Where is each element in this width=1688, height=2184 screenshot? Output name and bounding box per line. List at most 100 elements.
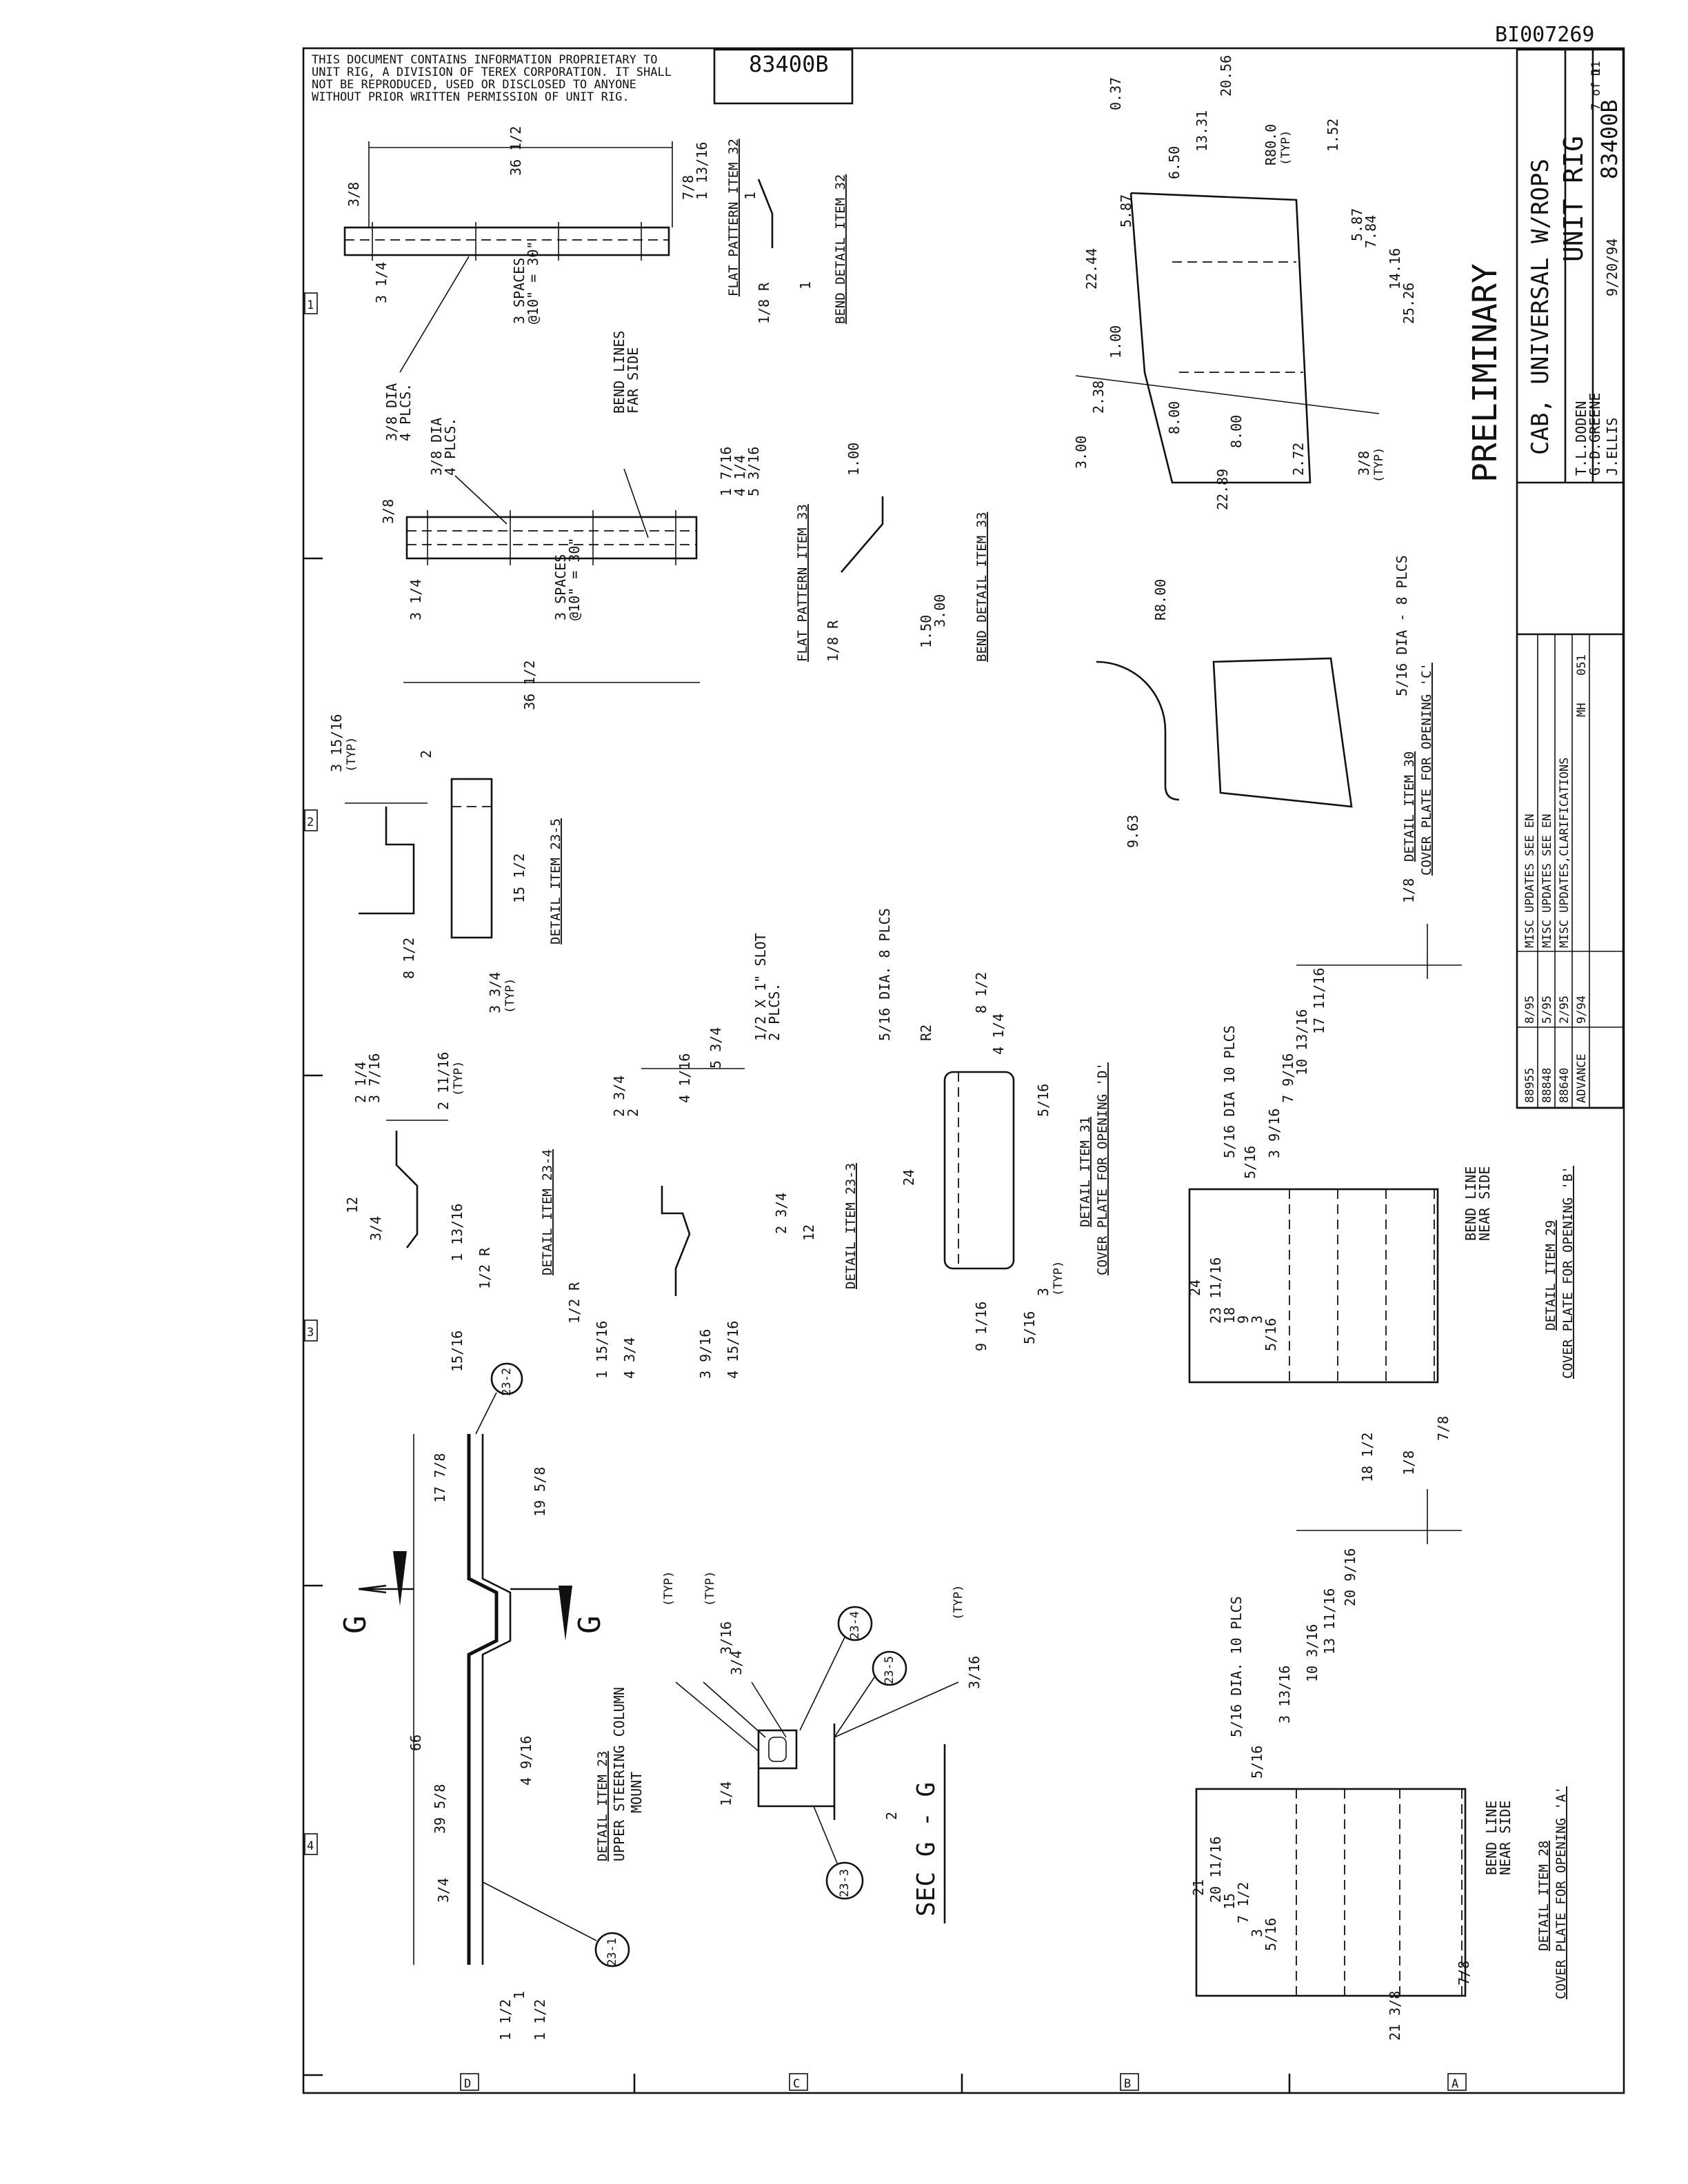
svg-text:19 5/8: 19 5/8 [532, 1467, 548, 1517]
rev-2-ecn: 88848 [1540, 1068, 1554, 1103]
detail-item-30-title: DETAIL ITEM 30 [1402, 751, 1417, 862]
svg-text:2.72: 2.72 [1290, 443, 1307, 476]
svg-text:36 1/2: 36 1/2 [521, 660, 538, 710]
sheet-border [302, 47, 1625, 2094]
svg-text:R80.0: R80.0 [1263, 124, 1279, 165]
svg-text:2 11/16: 2 11/16 [435, 1052, 452, 1110]
detail-item-31-title: DETAIL ITEM 31 [1078, 1117, 1093, 1227]
zone-2: 2 [307, 816, 314, 829]
svg-text:4 9/16: 4 9/16 [518, 1736, 534, 1786]
svg-text:5/16 DIA 10 PLCS: 5/16 DIA 10 PLCS [1221, 1025, 1238, 1158]
svg-text:12: 12 [344, 1197, 361, 1213]
svg-text:20 9/16: 20 9/16 [1342, 1548, 1358, 1606]
svg-text:1 13/16: 1 13/16 [694, 142, 710, 200]
detail-item-32-title: FLAT PATTERN ITEM 32 [726, 139, 741, 296]
svg-text:23 11/16: 23 11/16 [1207, 1257, 1224, 1324]
svg-text:1.00: 1.00 [845, 443, 862, 476]
svg-text:5/16 DIA. 8 PLCS: 5/16 DIA. 8 PLCS [876, 908, 893, 1041]
title-block-size: D [1589, 69, 1603, 76]
svg-text:20.56: 20.56 [1218, 55, 1234, 97]
svg-text:3: 3 [1035, 1288, 1052, 1296]
detail-item-30-subtitle: COVER PLATE FOR OPENING 'C' [1419, 663, 1434, 876]
svg-text:4 1/4: 4 1/4 [732, 455, 748, 496]
title-block-title: CAB, UNIVERSAL W/ROPS [1527, 159, 1554, 455]
svg-text:21 3/8: 21 3/8 [1387, 1991, 1403, 2041]
svg-text:25.26: 25.26 [1400, 283, 1417, 324]
svg-text:1.50: 1.50 [918, 615, 934, 648]
svg-text:9.63: 9.63 [1125, 815, 1141, 848]
svg-text:4 PLCS.: 4 PLCS. [397, 383, 414, 441]
svg-text:4 3/4: 4 3/4 [621, 1337, 638, 1379]
detail-item-23-sub1: UPPER STEERING COLUMN [611, 1687, 627, 1861]
svg-text:4 1/16: 4 1/16 [676, 1053, 693, 1103]
svg-text:5 3/4: 5 3/4 [707, 1027, 724, 1069]
svg-text:BEND LINES: BEND LINES [611, 331, 627, 414]
svg-text:1: 1 [511, 1991, 528, 1999]
svg-text:20 11/16: 20 11/16 [1207, 1837, 1224, 1903]
svg-text:36 1/2: 36 1/2 [508, 126, 524, 176]
svg-text:3 SPACES: 3 SPACES [552, 554, 569, 620]
svg-text:10 13/16: 10 13/16 [1294, 1009, 1310, 1075]
zone-d: D [464, 2077, 471, 2091]
svg-text:13.31: 13.31 [1194, 110, 1210, 152]
zone-c: C [793, 2077, 800, 2091]
rev-2-date: 5/95 [1540, 995, 1554, 1024]
detail-item-29: 1/8 17 11/16 10 13/16 7 9/16 3 9/16 5/16… [1187, 878, 1576, 1482]
svg-text:3.00: 3.00 [932, 594, 948, 627]
svg-text:5/16: 5/16 [1263, 1318, 1279, 1351]
svg-text:10 3/16: 10 3/16 [1304, 1624, 1320, 1682]
svg-text:1/2 R: 1/2 R [476, 1247, 493, 1289]
svg-text:@10" = 30": @10" = 30" [525, 241, 541, 324]
svg-text:8 1/2: 8 1/2 [401, 938, 417, 979]
svg-text:1/8 R: 1/8 R [756, 282, 772, 324]
svg-text:7.84: 7.84 [1363, 215, 1379, 248]
svg-text:(TYP): (TYP) [1279, 130, 1293, 165]
svg-text:2 3/4: 2 3/4 [773, 1193, 790, 1234]
svg-text:12: 12 [801, 1224, 817, 1241]
callout-23-1: 23-1 [605, 1938, 619, 1966]
drawing-number-box [713, 48, 854, 105]
callout-23-4: 23-4 [848, 1611, 862, 1639]
svg-text:5.87: 5.87 [1118, 194, 1134, 228]
svg-text:2 PLCS.: 2 PLCS. [766, 983, 783, 1041]
svg-text:NOT BE REPRODUCED, USED OR DIS: NOT BE REPRODUCED, USED OR DISCLOSED TO … [312, 78, 636, 92]
svg-text:24: 24 [1187, 1280, 1203, 1296]
svg-text:2 1/4: 2 1/4 [352, 1062, 369, 1103]
detail-item-28: 1/8 20 9/16 13 11/16 10 3/16 3 13/16 5/1… [1190, 1450, 1569, 2041]
drawing-number-top: 83400B [749, 51, 829, 77]
rev-4-ecn: ADVANCE [1575, 1053, 1589, 1103]
svg-text:(TYP): (TYP) [662, 1571, 676, 1606]
callout-23-3: 23-3 [838, 1869, 852, 1897]
svg-text:2: 2 [625, 1109, 641, 1117]
svg-text:4 15/16: 4 15/16 [725, 1321, 741, 1379]
svg-text:2: 2 [418, 750, 434, 758]
svg-text:7 1/2: 7 1/2 [1235, 1882, 1252, 1923]
detail-item-33: 36 1/2 3/8 3 1/4 3 SPACES @10" = 30" 1 7… [380, 331, 989, 710]
svg-text:24: 24 [901, 1169, 917, 1186]
rev-4-date: 9/94 [1575, 995, 1589, 1024]
title-block-company: UNIT RIG [1558, 136, 1589, 262]
svg-text:(TYP): (TYP) [345, 737, 359, 772]
svg-text:5.87: 5.87 [1349, 208, 1365, 241]
svg-text:9 1/16: 9 1/16 [973, 1302, 989, 1351]
document-id: BI007269 [1495, 23, 1595, 47]
rev-1-date: 8/95 [1523, 995, 1537, 1024]
svg-text:15: 15 [1221, 1893, 1238, 1910]
svg-text:3/4: 3/4 [368, 1216, 384, 1241]
detail-item-23-4-title: DETAIL ITEM 23-4 [540, 1149, 555, 1275]
title-block-approved: J.ELLIS [1604, 418, 1620, 476]
svg-text:9: 9 [1235, 1315, 1252, 1324]
detail-item-30: 0.37 20.56 13.31 6.50 5.87 R80.0 (TYP) 1… [1073, 55, 1434, 876]
svg-text:7/8: 7/8 [1456, 1961, 1472, 1985]
svg-text:17 7/8: 17 7/8 [432, 1453, 448, 1503]
svg-text:3 9/16: 3 9/16 [1266, 1109, 1283, 1158]
title-block-number: 83400B [1596, 99, 1622, 179]
rev-3-ecn: 88640 [1558, 1068, 1571, 1103]
svg-text:2.38: 2.38 [1090, 381, 1107, 414]
svg-text:1/8: 1/8 [1400, 878, 1417, 903]
detail-item-31: 5/16 DIA. 8 PLCS R2 24 8 1/2 4 1/4 5/16 … [876, 908, 1110, 1351]
svg-text:R8.00: R8.00 [1152, 579, 1169, 620]
svg-text:2: 2 [883, 1812, 900, 1820]
rev-2-desc: MISC UPDATES SEE EN [1540, 814, 1554, 948]
svg-text:0.37: 0.37 [1107, 77, 1124, 110]
